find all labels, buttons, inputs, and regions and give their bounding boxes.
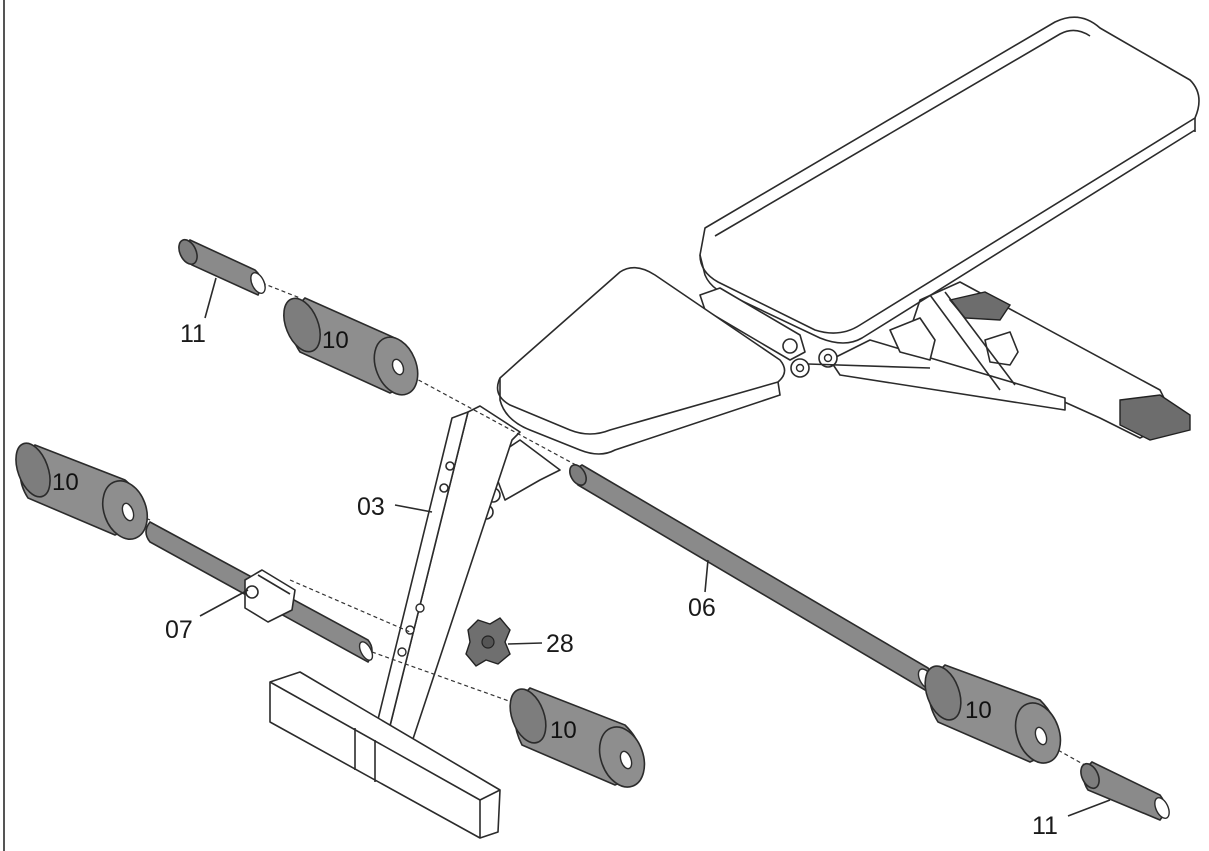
label-roller-right: 10 [965,697,992,724]
seat-pad [496,266,786,455]
tube-11-bottom [1080,761,1170,821]
label-roller-left: 10 [52,469,79,496]
front-foot [269,671,501,839]
label-part-03: 03 [357,493,385,521]
tube-07 [145,520,374,664]
front-upright [369,405,521,753]
rear-base-frame [829,281,1191,441]
label-roller-center: 10 [550,717,577,744]
leader-lines [199,277,1111,817]
label-part-07: 07 [165,616,193,644]
roller-10-left [15,442,149,540]
knob-28 [465,617,511,667]
roller-10-right [924,664,1062,764]
rear-foot-right [1119,394,1191,441]
roller-10-center [509,687,646,788]
tube-06 [569,464,935,691]
back-pad [699,16,1200,344]
label-part-11-bottom: 11 [1032,812,1058,840]
label-roller-top: 10 [322,327,349,354]
roller-10-top [283,297,419,396]
label-part-06: 06 [688,594,716,622]
tube-11-top [178,238,266,297]
label-part-28: 28 [546,630,574,658]
label-part-11-top: 11 [180,320,206,348]
